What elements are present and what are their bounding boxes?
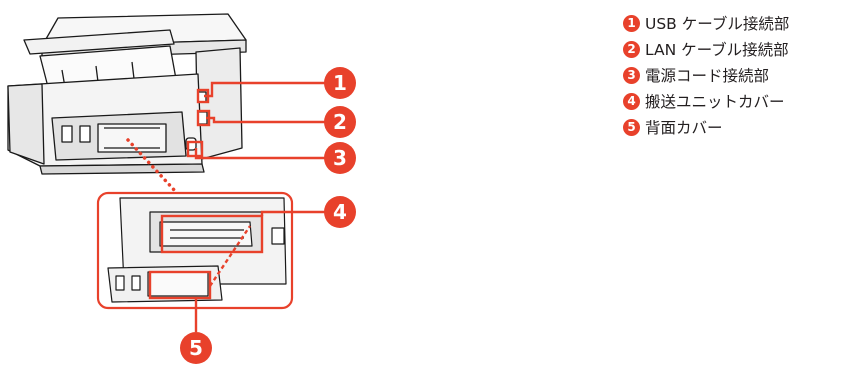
legend-label-rear-cover: 背面カバー: [645, 116, 723, 138]
legend-badge-2: 2: [623, 41, 640, 58]
legend-item: 5 背面カバー: [623, 114, 789, 140]
callout-2-number: 2: [333, 110, 347, 134]
callout-3-number: 3: [333, 146, 347, 170]
legend-badge-5: 5: [623, 119, 640, 136]
legend-badge-1: 1: [623, 15, 640, 32]
legend-label-usb: USB ケーブル接続部: [645, 12, 789, 34]
legend: 1 USB ケーブル接続部 2 LAN ケーブル接続部 3 電源コード接続部 4…: [623, 10, 789, 140]
callout-4-number: 4: [333, 200, 347, 224]
legend-item: 4 搬送ユニットカバー: [623, 88, 789, 114]
callout-4: 4: [324, 196, 356, 228]
callout-5: 5: [180, 332, 212, 364]
legend-label-power: 電源コード接続部: [645, 64, 769, 86]
detail-illustration: [108, 198, 286, 302]
legend-label-lan: LAN ケーブル接続部: [645, 38, 789, 60]
legend-item: 1 USB ケーブル接続部: [623, 10, 789, 36]
printer-illustration: [8, 14, 246, 174]
legend-item: 2 LAN ケーブル接続部: [623, 36, 789, 62]
callout-1-number: 1: [333, 71, 347, 95]
callout-3: 3: [324, 142, 356, 174]
legend-badge-4: 4: [623, 93, 640, 110]
legend-badge-3: 3: [623, 67, 640, 84]
callout-1: 1: [324, 67, 356, 99]
legend-item: 3 電源コード接続部: [623, 62, 789, 88]
callout-5-number: 5: [189, 336, 203, 360]
legend-label-transport-cover: 搬送ユニットカバー: [645, 90, 785, 112]
callout-2: 2: [324, 106, 356, 138]
